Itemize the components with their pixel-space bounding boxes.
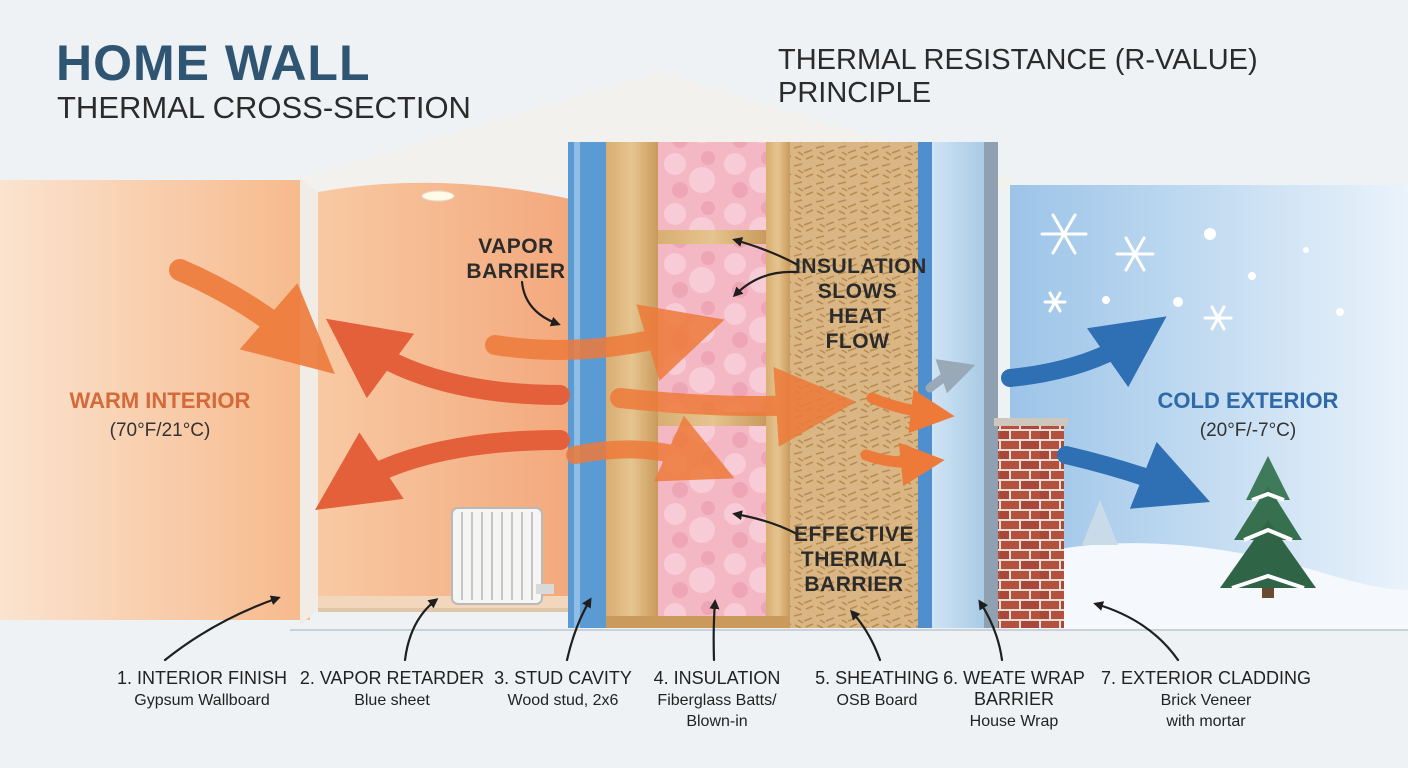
layer-desc: Gypsum Wallboard — [134, 692, 270, 709]
heat-arrow-through-cavity — [610, 367, 856, 447]
fire-block-upper — [658, 230, 766, 244]
cold-exterior-temp: (20°F/-7°C) — [1199, 420, 1297, 441]
layer-desc: OSB Board — [836, 692, 918, 709]
ceiling-light-icon — [421, 190, 455, 202]
layer-label-2: 2. VAPOR RETARDER Blue sheet — [300, 668, 484, 710]
layer-label-3: 3. STUD CAVITY Wood stud, 2x6 — [494, 668, 632, 710]
pine-tree-icon — [1220, 456, 1316, 598]
warm-zone — [0, 180, 310, 620]
pointer-slows-upper — [732, 237, 798, 266]
callout-line: THERMAL — [800, 548, 908, 571]
pointer-effective — [732, 510, 799, 536]
pointer-layer-6 — [978, 599, 1004, 662]
room-side-wall — [300, 178, 318, 625]
vapor-retarder-layer — [568, 142, 606, 628]
snowflake-icon — [1040, 213, 1088, 255]
callout-line: VAPOR — [478, 235, 554, 258]
cold-exterior-heading: COLD EXTERIOR — [1157, 388, 1339, 413]
callout-vapor-barrier: VAPOR BARRIER — [466, 234, 566, 284]
layer-name: BARRIER — [973, 689, 1054, 709]
snowflake-icon — [1203, 305, 1233, 331]
layer-name: 7. EXTERIOR CLADDING — [1100, 668, 1312, 688]
layer-desc: with mortar — [1166, 713, 1246, 730]
layer-name: 6. WEATE WRAP — [943, 668, 1085, 688]
callout-line: SLOWS HEAT — [817, 280, 898, 328]
brick-cap — [994, 418, 1068, 426]
cold-zone — [1010, 185, 1408, 615]
snowflake-icon — [1043, 291, 1067, 313]
warm-interior-temp: (70°F/21°C) — [109, 420, 211, 441]
callout-effective-barrier: EFFECTIVE THERMAL BARRIER — [794, 522, 914, 597]
heat-arrow-sheathing-upper — [866, 389, 955, 434]
pointer-layer-4 — [709, 599, 720, 662]
layer-desc: Wood stud, 2x6 — [507, 692, 619, 709]
callout-line: BARRIER — [804, 573, 904, 596]
heat-arrow-into-insulation — [485, 304, 725, 381]
wood-stud-left — [606, 142, 658, 628]
bottom-plate — [606, 616, 790, 628]
distant-tree — [1082, 500, 1118, 545]
pointer-layer-2 — [403, 598, 439, 662]
layer-label-6: 6. WEATE WRAP BARRIER House Wrap — [943, 668, 1085, 731]
pointer-vapor-barrier — [520, 280, 561, 327]
layer-label-7: 7. EXTERIOR CLADDING Brick Veneer with m… — [1101, 668, 1311, 731]
pointer-layer-3 — [565, 597, 592, 662]
layer-desc: Brick Veneer — [1160, 692, 1252, 709]
diagram-title: HOME WALL — [56, 35, 371, 91]
layer-label-1: 1. INTERIOR FINISH Gypsum Wallboard — [117, 668, 287, 710]
heat-arrow-reflect-down — [315, 430, 570, 510]
callout-line: INSULATION — [795, 255, 927, 278]
callout-line: EFFECTIVE — [794, 523, 915, 546]
insulation-batts — [658, 142, 766, 628]
layer-desc: Blue sheet — [354, 692, 430, 709]
heat-arrow-warm-in — [169, 259, 335, 375]
layer-name: 3. STUD CAVITY — [494, 668, 632, 688]
vapor-retarder-highlight — [574, 142, 580, 628]
callout-line: BARRIER — [466, 260, 566, 283]
wrap-edge — [984, 142, 998, 628]
heat-arrow-exit-lower — [1057, 441, 1211, 509]
layer-name: 2. VAPOR RETARDER — [299, 668, 485, 688]
wood-stud-right — [766, 142, 790, 628]
baseboard — [318, 608, 575, 612]
heat-arrow-lower-cavity — [566, 415, 735, 482]
warm-interior-label: WARM INTERIOR (70°F/21°C) — [40, 388, 280, 442]
pointer-slows-lower — [732, 270, 798, 298]
pointer-layer-7 — [1093, 601, 1180, 662]
heat-arrow-reflect-up — [325, 318, 570, 405]
layer-label-5: 5. SHEATHING OSB Board — [815, 668, 939, 710]
heat-arrow-faint — [925, 359, 976, 394]
layer-name: 4. INSULATION — [653, 668, 781, 688]
heat-arrow-exit-upper — [1001, 316, 1167, 388]
layer-name: 5. SHEATHING — [815, 668, 939, 688]
warm-interior-heading: WARM INTERIOR — [69, 388, 251, 413]
weather-wrap-layer — [918, 142, 932, 628]
layer-desc: Blown-in — [686, 713, 748, 730]
radiator-icon — [451, 507, 554, 605]
layer-label-4: 4. INSULATION Fiberglass Batts/ Blown-in — [654, 668, 781, 731]
brick-veneer — [998, 422, 1064, 628]
heat-arrow-sheathing-lower — [860, 442, 945, 487]
pointer-layer-1 — [163, 595, 281, 662]
snowflake-icon — [1115, 236, 1155, 272]
layer-desc: Fiberglass Batts/ — [657, 692, 777, 709]
snow-dots — [1102, 228, 1344, 316]
layer-name: 1. INTERIOR FINISH — [116, 668, 288, 688]
pointer-layer-5 — [849, 609, 882, 662]
cold-exterior-label: COLD EXTERIOR (20°F/-7°C) — [1128, 388, 1368, 442]
callout-line: FLOW — [825, 330, 890, 353]
diagram-subtitle: THERMAL CROSS-SECTION — [57, 90, 471, 125]
layer-desc: House Wrap — [969, 713, 1059, 730]
callout-insulation-slows: INSULATION SLOWS HEAT FLOW — [795, 254, 927, 354]
principle-heading: THERMAL RESISTANCE (R-VALUE) PRINCIPLE — [778, 44, 1258, 109]
